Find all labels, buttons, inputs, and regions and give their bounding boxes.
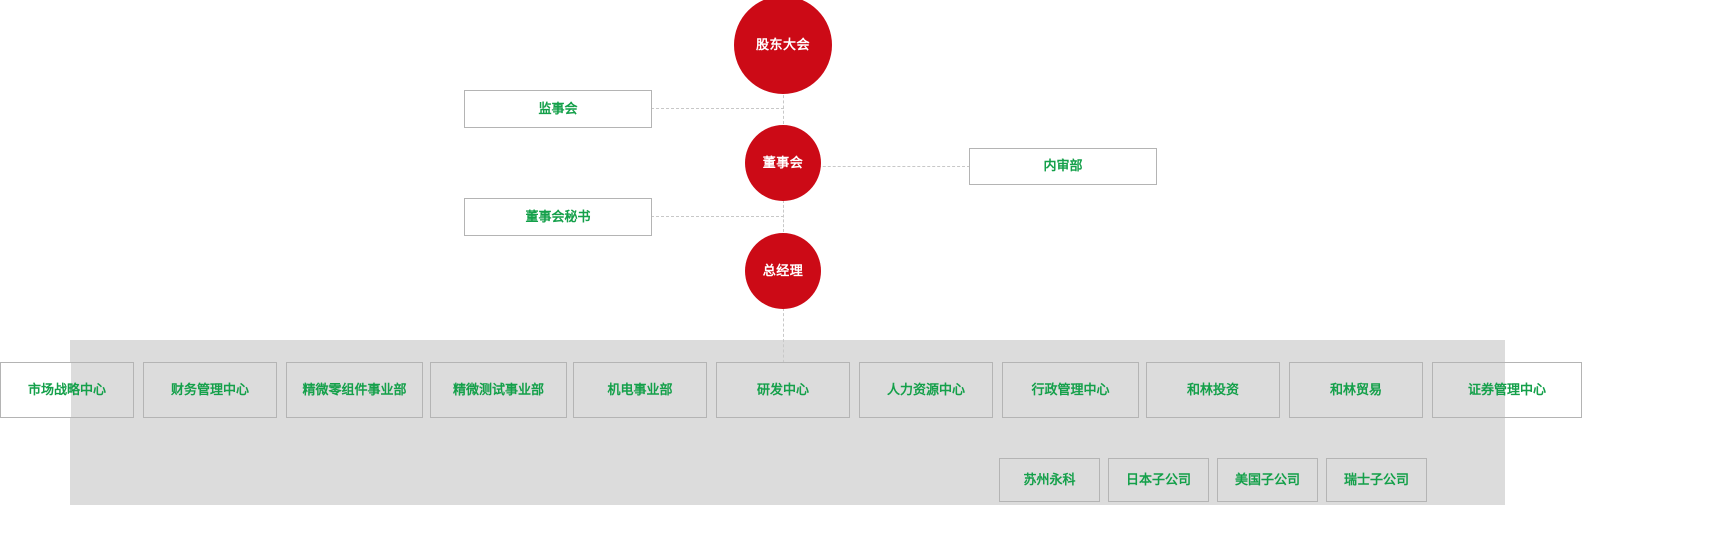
department-label: 和林贸易: [1329, 382, 1382, 398]
subsidiary-box[interactable]: 瑞士子公司: [1326, 458, 1427, 502]
department-label: 精微零组件事业部: [302, 382, 407, 398]
connector-supervisors-branch: [651, 108, 784, 109]
subsidiary-label: 美国子公司: [1234, 472, 1300, 488]
department-box[interactable]: 行政管理中心: [1002, 362, 1139, 418]
department-label: 机电事业部: [607, 382, 673, 398]
department-box[interactable]: 精微测试事业部: [430, 362, 567, 418]
node-internal-audit[interactable]: 内审部: [969, 148, 1157, 185]
node-shareholders-meeting[interactable]: 股东大会: [734, 0, 832, 94]
subsidiary-label: 苏州永科: [1023, 472, 1076, 488]
node-board-secretary-label: 董事会秘书: [525, 209, 591, 225]
department-label: 人力资源中心: [886, 382, 965, 398]
subsidiary-label: 日本子公司: [1125, 472, 1191, 488]
department-label: 和林投资: [1186, 382, 1239, 398]
connector-secretary-branch: [651, 216, 784, 217]
department-box[interactable]: 市场战略中心: [0, 362, 134, 418]
department-label: 研发中心: [756, 382, 809, 398]
node-board-of-directors[interactable]: 董事会: [745, 125, 821, 201]
connector-audit-branch: [783, 166, 970, 167]
department-label: 行政管理中心: [1031, 382, 1110, 398]
connector-shareholders-to-board: [783, 90, 784, 124]
subsidiary-box[interactable]: 日本子公司: [1108, 458, 1209, 502]
department-box[interactable]: 人力资源中心: [859, 362, 993, 418]
subsidiary-box[interactable]: 苏州永科: [999, 458, 1100, 502]
department-box[interactable]: 证券管理中心: [1432, 362, 1582, 418]
node-shareholders-meeting-label: 股东大会: [755, 37, 810, 53]
department-label: 证券管理中心: [1467, 382, 1546, 398]
department-box[interactable]: 和林投资: [1146, 362, 1280, 418]
subsidiary-label: 瑞士子公司: [1343, 472, 1409, 488]
subsidiary-box[interactable]: 美国子公司: [1217, 458, 1318, 502]
node-board-of-supervisors-label: 监事会: [538, 101, 578, 117]
node-general-manager-label: 总经理: [762, 263, 804, 279]
node-internal-audit-label: 内审部: [1043, 159, 1083, 174]
department-label: 市场战略中心: [27, 382, 106, 398]
node-board-of-directors-label: 董事会: [762, 155, 804, 171]
node-general-manager[interactable]: 总经理: [745, 233, 821, 309]
department-label: 财务管理中心: [170, 382, 249, 398]
node-board-secretary[interactable]: 董事会秘书: [464, 198, 652, 236]
department-box[interactable]: 和林贸易: [1289, 362, 1423, 418]
department-box[interactable]: 研发中心: [716, 362, 850, 418]
department-label: 精微测试事业部: [452, 382, 544, 398]
node-board-of-supervisors[interactable]: 监事会: [464, 90, 652, 128]
department-box[interactable]: 精微零组件事业部: [286, 362, 423, 418]
connector-manager-to-departments: [783, 308, 784, 368]
department-box[interactable]: 机电事业部: [573, 362, 707, 418]
department-box[interactable]: 财务管理中心: [143, 362, 277, 418]
